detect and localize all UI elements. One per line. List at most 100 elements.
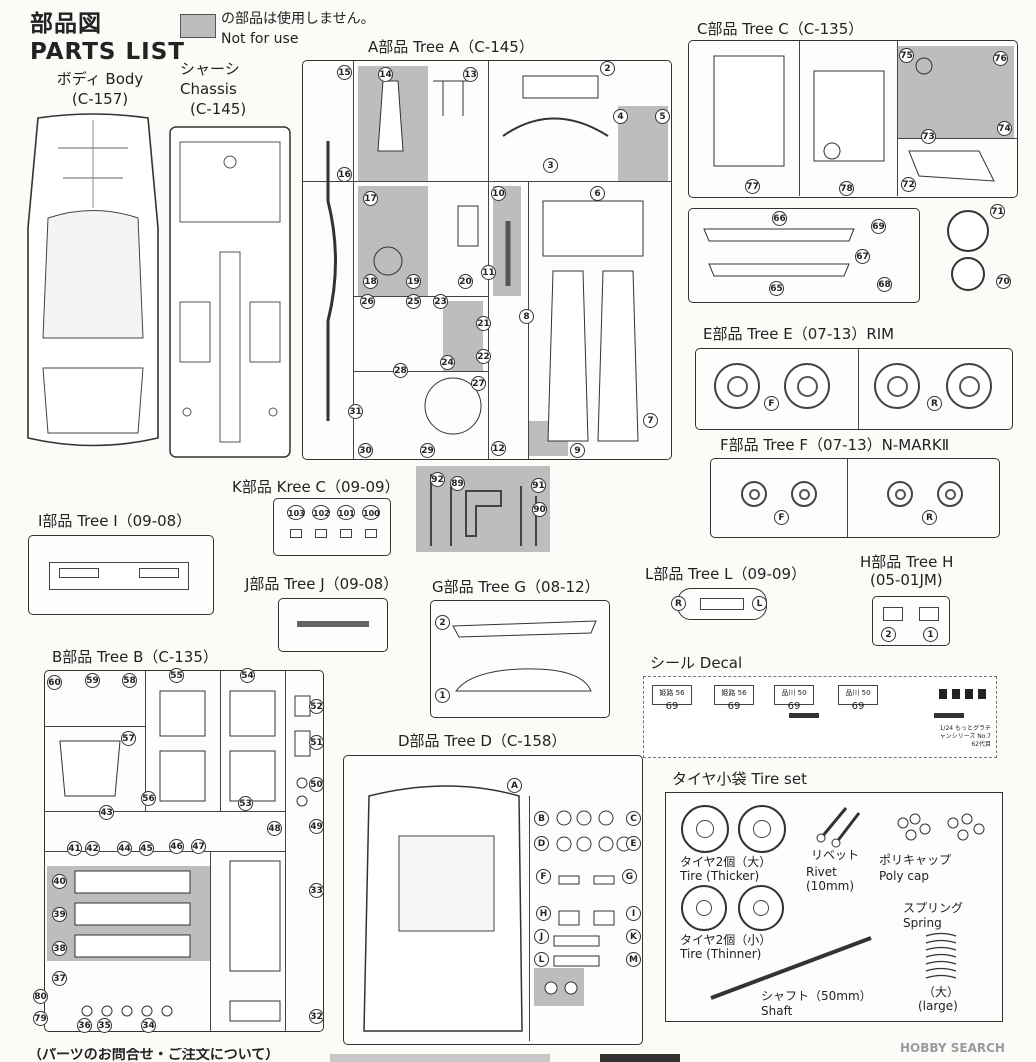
part-number: I [626,906,641,921]
part-number: 35 [97,1018,112,1033]
part-number: 24 [440,355,455,370]
part-number: 7 [643,413,658,428]
rivet-icon [816,807,861,848]
front-mark: F [774,510,789,525]
part-number: 48 [267,821,282,836]
rim-wheel [714,363,760,409]
part-number: 101 [337,505,355,520]
part-number: 11 [481,265,496,280]
part-number: 14 [378,67,393,82]
part-number: 73 [921,129,936,144]
part-number: 1 [923,627,938,642]
part-number: 59 [85,673,100,688]
part-number: 103 [287,505,305,520]
part-number: 38 [52,941,67,956]
part-number: 50 [309,777,324,792]
part-number: 78 [839,181,854,196]
tree-c-bumper-frame: 66 69 67 65 68 [688,208,920,303]
part-number: 9 [570,443,585,458]
tree-e-label: E部品 Tree E（07-13）RIM [703,325,895,343]
rim-wheel [784,363,830,409]
part-number: 41 [67,841,82,856]
tree-d-frame: A B C D E F G H I J K L M [343,755,643,1045]
part-number: C [626,811,641,826]
part-number: 18 [363,274,378,289]
chassis-label-ja: シャーシ [180,60,240,78]
tree-h-code: (05-01JM) [870,571,943,589]
tree-l-part [700,598,744,610]
legend-text-en: Not for use [221,31,299,47]
part-number: 17 [363,191,378,206]
part-number: 27 [471,376,486,391]
part-number: 52 [309,699,324,714]
tree-d-label: D部品 Tree D（C-158） [398,732,567,750]
part-number: 49 [309,819,324,834]
part-number: 74 [997,121,1012,136]
rim-wheel [874,363,920,409]
chassis-drawing [169,126,291,458]
tree-h-label: H部品 Tree H [860,553,954,571]
poly-cap-icon [897,813,985,841]
part-number: J [534,929,549,944]
part-number: 60 [47,675,62,690]
part-number: 20 [458,274,473,289]
part-number: 37 [52,971,67,986]
part-number: 53 [238,796,253,811]
part-number: 21 [476,316,491,331]
part-number: 28 [393,363,408,378]
part-number: 71 [990,204,1005,219]
part-number: 56 [141,791,156,806]
tree-i-label: I部品 Tree I（09-08） [38,512,192,530]
chassis-label-en: Chassis [180,80,237,98]
part-number: 77 [745,179,760,194]
tree-l-label: L部品 Tree L（09-09） [645,565,807,583]
tree-b-label: B部品 Tree B（C-135） [52,648,218,666]
part-number: 10 [491,186,506,201]
decal-label: シール Decal [650,654,743,672]
part-number: 69 [871,219,886,234]
part-number: F [536,869,551,884]
part-number: 58 [122,673,137,688]
tree-c-label: C部品 Tree C（C-135） [697,20,864,38]
part-number: 33 [309,883,324,898]
tree-a-frame: 15 14 13 2 4 5 3 16 17 10 6 18 19 20 11 … [302,60,672,460]
part-number: 26 [360,294,375,309]
body-drawing [27,113,159,447]
shaft-icon [710,936,872,1000]
n-mark-cap [791,481,817,507]
part-number: 6 [590,186,605,201]
rim-wheel [946,363,992,409]
footer-heading: （パーツのお問合せ・ご注文について） [28,1048,280,1062]
tree-l-r-mark: R [671,596,686,611]
n-mark-cap [741,481,767,507]
part-number: 30 [358,443,373,458]
part-number: 8 [519,309,534,324]
body-label: ボディ Body [56,70,144,88]
part-number: 4 [613,109,628,124]
tire-thinner [738,885,784,931]
body-code: (C-157) [71,90,129,108]
part-number: 23 [433,294,448,309]
legend-text-ja: の部品は使用しません。 [221,11,375,27]
part-number: 89 [450,476,465,491]
part-number: 36 [77,1018,92,1033]
part-number: 43 [99,805,114,820]
part-number: 54 [240,668,255,683]
tree-j-frame [278,598,388,652]
part-number: 100 [362,505,380,520]
part-number: 55 [169,668,184,683]
tree-b-frame: 60 59 58 55 54 52 51 57 50 56 53 49 43 4… [33,668,324,1033]
part-number: B [534,811,549,826]
tree-g-label: G部品 Tree G（08-12） [432,578,600,596]
part-number: M [626,952,641,967]
part-number: E [626,836,641,851]
part-number: 90 [532,502,547,517]
part-number: L [534,952,549,967]
n-mark-cap [887,481,913,507]
part-number: K [626,929,641,944]
tree-j-part [297,621,369,627]
tire-set-frame: タイヤ2個（大） Tire (Thicker) タイヤ2個（小） Tire (T… [665,792,1003,1022]
n-mark-cap [937,481,963,507]
tree-h-frame: 2 1 [872,596,950,646]
